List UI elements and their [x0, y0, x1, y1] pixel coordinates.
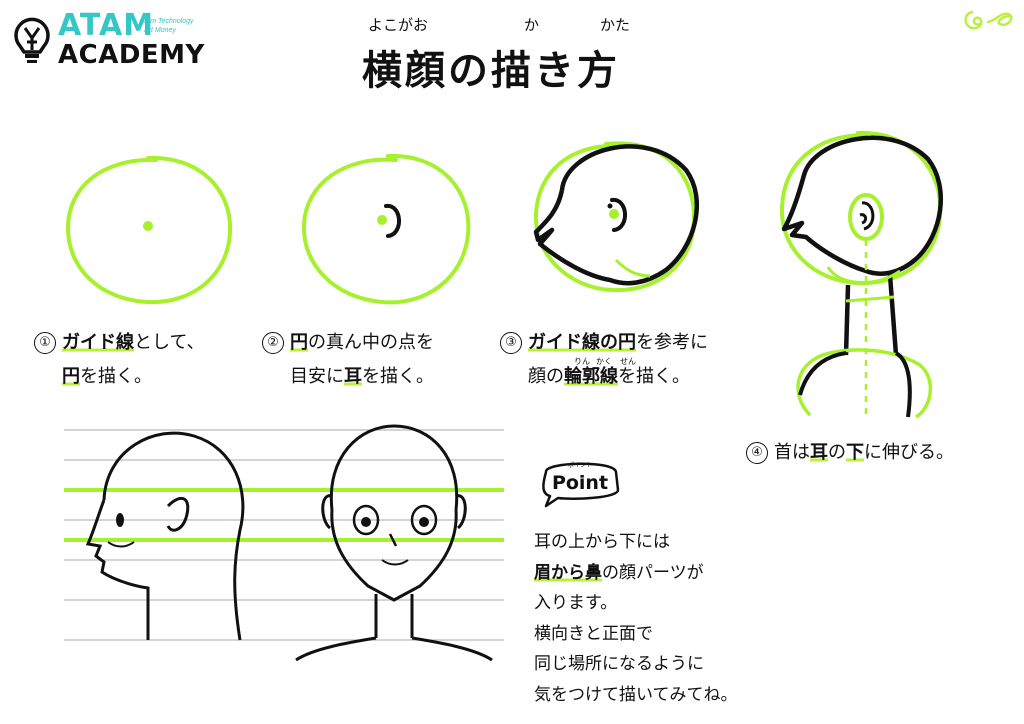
step3-text-c: を描く。 — [618, 366, 690, 387]
neck-lines — [843, 274, 899, 356]
title-ruby: よこがお か かた — [368, 14, 648, 44]
step4-caption: ④ 首は耳の下に伸びる。 — [746, 436, 954, 470]
step4-text-b: の — [828, 442, 846, 463]
front-nose — [388, 533, 398, 547]
step1-caption: ① ガイド線として、 円を描く。 — [34, 326, 205, 394]
point-line-2: 眉から鼻の顔パーツが — [534, 558, 738, 589]
point-text: 耳の上から下には 眉から鼻の顔パーツが 入ります。 横向きと正面で 同じ場所にな… — [534, 527, 738, 710]
point-line-1: 耳の上から下には — [534, 532, 670, 552]
step3-caption: ③ ガイド線の円を参考に 顔の輪郭線を描く。 — [500, 326, 708, 394]
face-outline — [533, 144, 700, 286]
center-dot — [609, 209, 619, 219]
title-ruby-yokogao: よこがお — [368, 16, 429, 34]
guide-circle — [65, 155, 233, 305]
ear-guide — [848, 193, 884, 241]
step3-text-b: 顔の — [528, 366, 564, 387]
step4-figure — [779, 130, 943, 419]
step2-number: ② — [262, 332, 284, 354]
front-head — [295, 424, 493, 662]
title-ruby-kata: かた — [600, 16, 631, 34]
step1-number: ① — [34, 332, 56, 354]
front-mouth — [381, 559, 409, 566]
step1-figure — [65, 155, 233, 305]
reference-lines — [64, 429, 504, 641]
logo-tagline-1: Aim Technology — [144, 18, 194, 25]
ruby-sen: せん — [620, 357, 636, 366]
ear-dot — [607, 203, 613, 209]
front-pupils — [361, 517, 429, 527]
center-dot — [377, 215, 387, 225]
brand-logo: ATAM Aim Technology Art Money ACADEMY — [10, 8, 210, 70]
logo-sub-text: ACADEMY — [58, 40, 205, 70]
head-outline — [781, 135, 943, 276]
point-label-ruby: ポイント — [568, 461, 592, 469]
step4-hl-below: 下 — [846, 442, 864, 463]
step4-text-c: に伸びる。 — [864, 442, 954, 463]
point-label: Point — [552, 472, 608, 494]
point-line-4: 横向きと正面で — [534, 623, 653, 644]
step3-hl-outline: 輪郭線 — [564, 366, 618, 387]
ear-line — [384, 204, 401, 238]
step2-text-c: を描く。 — [362, 366, 434, 387]
step2-hl-circle: 円 — [290, 332, 308, 353]
point-line-3: 入ります。 — [534, 593, 618, 613]
lightbulb-icon — [14, 17, 50, 63]
step1-hl-guide: ガイド線 — [62, 332, 134, 353]
point-line-5: 同じ場所になるように — [534, 654, 704, 674]
side-eye — [116, 513, 124, 527]
step3-number: ③ — [500, 332, 522, 354]
center-dot — [143, 221, 153, 231]
step4-hl-ear: 耳 — [810, 442, 828, 463]
logo-tagline-2: Art Money — [144, 27, 176, 34]
point-hl-brow-nose: 眉から鼻 — [534, 562, 602, 583]
point-line-2-rest: の顔パーツが — [602, 562, 704, 583]
step2-figure — [301, 153, 471, 305]
title-ruby-ka: か — [524, 16, 540, 34]
jaw-guide — [614, 258, 651, 278]
ruby-rin: りん — [574, 357, 590, 366]
step4-text-a: 首は — [774, 442, 810, 463]
point-line-6: 気をつけて描いてみてね。 — [534, 684, 738, 705]
point-bubble-icon: ポイント Point — [542, 461, 620, 508]
side-mouth — [107, 541, 135, 548]
ruby-kaku: かく — [596, 357, 612, 366]
front-eyes — [352, 504, 438, 536]
logo-brand-text: ATAM — [58, 8, 155, 43]
page-title: 横顔の描き方 — [362, 48, 620, 94]
ear-line — [610, 198, 627, 232]
comparison-figure — [64, 424, 504, 662]
step3-text-a: を参考に — [636, 332, 708, 353]
artist-signature — [964, 10, 1013, 30]
neck-guide — [826, 266, 901, 303]
side-head — [85, 431, 245, 641]
shoulder-guide — [796, 348, 933, 419]
step2-hl-ear: 耳 — [344, 366, 362, 387]
guide-circle — [533, 141, 697, 293]
step2-text-b: 目安に — [290, 366, 344, 387]
shoulder-lines — [798, 351, 912, 418]
guide-circle — [301, 153, 471, 305]
ear-detail — [859, 201, 875, 231]
step2-text-a: の真ん中の点を — [308, 332, 434, 353]
step1-text-b: を描く。 — [80, 366, 152, 387]
step1-text-a: として、 — [134, 332, 205, 353]
step3-hl-guide-circle: ガイド線の円 — [528, 332, 636, 353]
step1-hl-circle: 円 — [62, 366, 80, 387]
step4-number: ④ — [746, 442, 768, 464]
step3-figure — [533, 141, 700, 293]
